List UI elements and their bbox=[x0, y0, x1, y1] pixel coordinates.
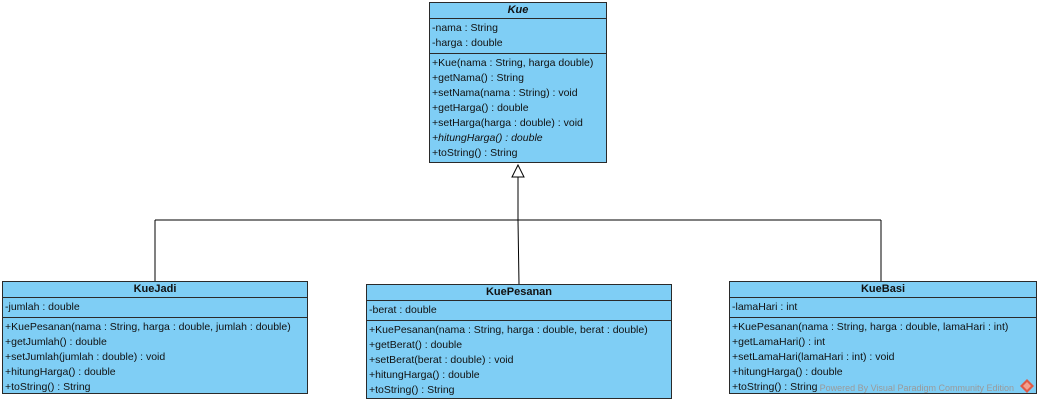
class-kue-operation: +setNama(nama : String) : void bbox=[432, 87, 578, 99]
class-kue-abstract-operation: +hitungHarga() : double bbox=[432, 132, 543, 144]
class-kue-operation: +toString() : String bbox=[432, 147, 518, 159]
class-kuepesanan-operations: +KuePesanan(nama : String, harga : doubl… bbox=[367, 321, 671, 400]
class-kuebasi-operation: +getLamaHari() : int bbox=[732, 336, 826, 348]
inheritance-arrowhead-icon bbox=[511, 163, 525, 178]
class-kuejadi-operation: +KuePesanan(nama : String, harga : doubl… bbox=[5, 321, 291, 333]
class-kuejadi-operation: +toString() : String bbox=[5, 381, 91, 393]
class-kuepesanan-operation: +hitungHarga() : double bbox=[369, 369, 480, 381]
class-kuepesanan-operation: +getBerat() : double bbox=[369, 339, 463, 351]
class-kuejadi-operation: +getJumlah() : double bbox=[5, 336, 107, 348]
class-kuebasi-operations: +KuePesanan(nama : String, harga : doubl… bbox=[730, 318, 1036, 397]
class-kuebasi-attributes: -lamaHari : int bbox=[730, 298, 1036, 318]
class-kue-attribute: -harga : double bbox=[432, 37, 503, 49]
class-kuebasi-attribute: -lamaHari : int bbox=[732, 301, 798, 313]
class-kuebasi-operation: +KuePesanan(nama : String, harga : doubl… bbox=[732, 321, 1009, 333]
class-kue-attribute: -nama : String bbox=[432, 22, 498, 34]
visual-paradigm-logo-icon bbox=[1020, 379, 1034, 393]
class-kue-operation: +getHarga() : double bbox=[432, 102, 529, 114]
class-kuejadi-attributes: -jumlah : double bbox=[3, 298, 307, 318]
class-kue[interactable]: Kue -nama : String -harga : double +Kue(… bbox=[429, 2, 607, 163]
powered-by-watermark: Powered By Visual Paradigm Community Edi… bbox=[819, 383, 1014, 393]
class-kuepesanan[interactable]: KuePesanan -berat : double +KuePesanan(n… bbox=[366, 284, 672, 399]
class-kuepesanan-name: KuePesanan bbox=[367, 285, 671, 301]
class-kuepesanan-attribute: -berat : double bbox=[369, 304, 437, 316]
class-kuejadi-operation: +hitungHarga() : double bbox=[5, 366, 116, 378]
kuepesanan-drop-line bbox=[517, 219, 520, 285]
class-kue-name: Kue bbox=[430, 3, 606, 19]
class-kuebasi-name: KueBasi bbox=[730, 282, 1036, 298]
class-kuejadi[interactable]: KueJadi -jumlah : double +KuePesanan(nam… bbox=[2, 281, 308, 394]
class-kuepesanan-attributes: -berat : double bbox=[367, 301, 671, 321]
class-kuepesanan-operation: +KuePesanan(nama : String, harga : doubl… bbox=[369, 324, 648, 336]
class-kue-operation: +getNama() : String bbox=[432, 72, 524, 84]
class-kuejadi-name: KueJadi bbox=[3, 282, 307, 298]
class-kuejadi-operation: +setJumlah(jumlah : double) : void bbox=[5, 351, 166, 363]
class-kue-operation: +setHarga(harga : double) : void bbox=[432, 117, 583, 129]
class-kue-attributes: -nama : String -harga : double bbox=[430, 19, 606, 54]
class-kuepesanan-operation: +setBerat(berat : double) : void bbox=[369, 354, 514, 366]
class-kuebasi-operation: +setLamaHari(lamaHari : int) : void bbox=[732, 351, 895, 363]
class-kuejadi-operations: +KuePesanan(nama : String, harga : doubl… bbox=[3, 318, 307, 397]
class-kuebasi-operation: +toString() : String bbox=[732, 381, 818, 393]
class-kuepesanan-operation: +toString() : String bbox=[369, 384, 455, 396]
class-kuebasi-operation: +hitungHarga() : double bbox=[732, 366, 843, 378]
class-kuebasi[interactable]: KueBasi -lamaHari : int +KuePesanan(nama… bbox=[729, 281, 1037, 394]
class-kuejadi-attribute: -jumlah : double bbox=[5, 301, 80, 313]
class-kue-operations: +Kue(nama : String, harga double) +getNa… bbox=[430, 54, 606, 163]
class-kue-operation: +Kue(nama : String, harga double) bbox=[432, 57, 594, 69]
